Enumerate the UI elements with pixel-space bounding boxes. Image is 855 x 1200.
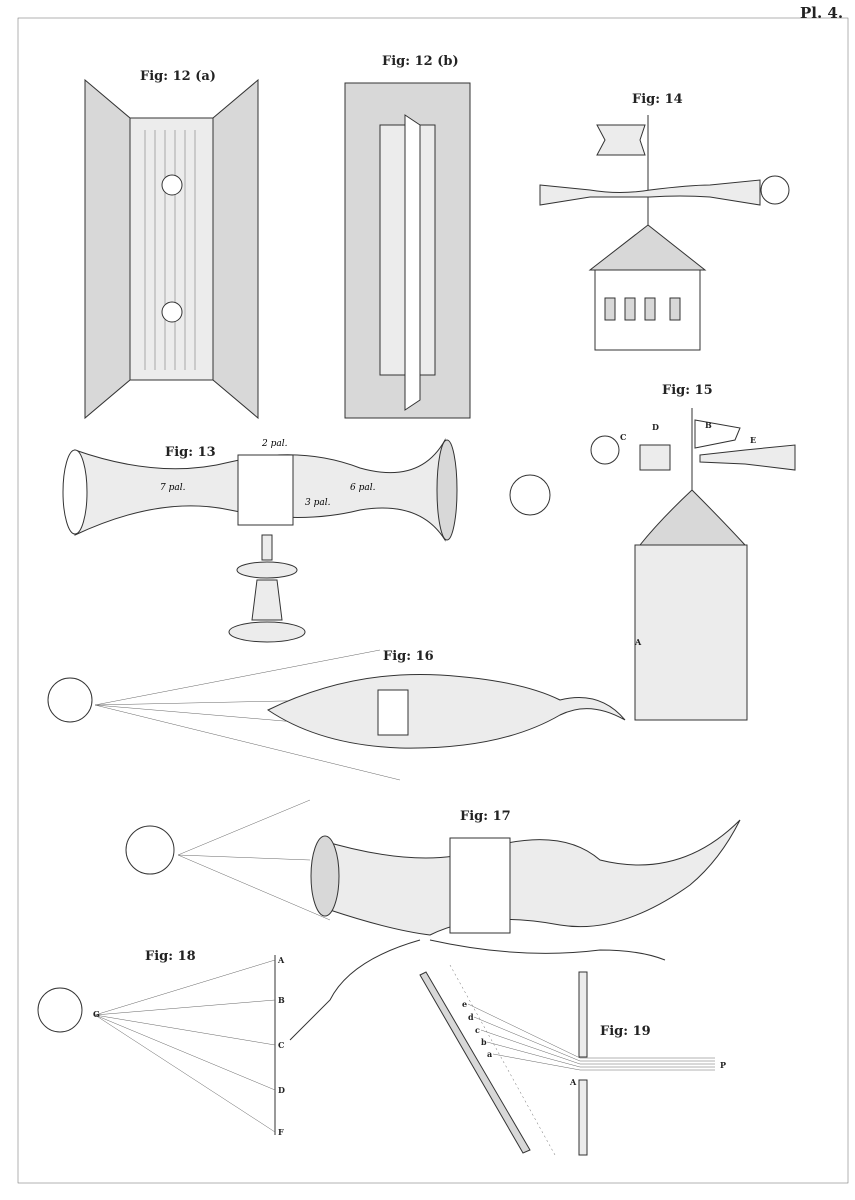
label-a: A: [634, 637, 642, 647]
fig-16-fish-aeolian-harp: Fig: 16: [47, 649, 626, 781]
label-capital-a: A: [569, 1077, 577, 1087]
label-7-pal: 7 pal.: [160, 483, 186, 493]
fig-18-title: Fig: 18: [145, 949, 196, 964]
fig-19-title: Fig: 19: [600, 1024, 651, 1039]
label-c: c: [475, 1025, 480, 1035]
label-3-pal: 3 pal.: [305, 498, 331, 508]
fig-13-title: Fig: 13: [165, 445, 216, 460]
label-b: b: [481, 1037, 487, 1047]
label-a: A: [277, 955, 285, 965]
label-f: F: [278, 1127, 284, 1137]
blowing-head-icon: [509, 474, 551, 516]
fig-12a-instrument-open-case: Fig: 12 (a): [84, 69, 259, 420]
fig-12a-title: Fig: 12 (a): [140, 69, 216, 84]
label-6-pal: 6 pal.: [350, 483, 376, 493]
plate-border: [17, 17, 849, 1184]
fig-13-aeolian-horn-on-stand: Fig: 13 2 pal. 7 pal. 3 pal. 6 pal.: [62, 438, 551, 643]
blowing-head-icon: [37, 987, 83, 1033]
label-b: B: [705, 420, 712, 430]
label-d: D: [278, 1085, 285, 1095]
label-p: P: [720, 1060, 726, 1070]
label-c: C: [278, 1040, 284, 1050]
label-e: E: [750, 435, 756, 445]
label-e: e: [462, 999, 467, 1009]
fig-17-horn-instrument: Fig: 17: [125, 799, 741, 1041]
fig-14-weathervane-tower: Fig: 14: [539, 92, 790, 351]
fig-12b-instrument-closed-case: Fig: 12 (b): [344, 54, 471, 419]
winged-head-icon: [125, 825, 175, 875]
label-b: B: [278, 995, 285, 1005]
fig-18-wind-rays-diagram: Fig: 18 G A B C D F: [37, 949, 285, 1137]
fig-19-reflection-diagram: Fig: 19 e d c b a A P: [419, 964, 726, 1156]
label-c: C: [620, 432, 626, 442]
blowing-head-icon: [47, 677, 93, 723]
fig-15-title: Fig: 15: [662, 383, 713, 398]
fig-14-title: Fig: 14: [632, 92, 683, 107]
label-2-pal: 2 pal.: [261, 439, 288, 449]
blowing-head-icon: [760, 175, 790, 205]
label-d: d: [468, 1012, 474, 1022]
fig-16-title: Fig: 16: [383, 649, 434, 664]
label-d: D: [652, 422, 659, 432]
fig-15-weathervane-turret: Fig: 15 A B C D E: [590, 383, 796, 721]
label-g: G: [93, 1009, 100, 1019]
fig-12b-title: Fig: 12 (b): [382, 54, 459, 69]
label-a: a: [487, 1049, 492, 1059]
blowing-head-icon: [590, 435, 620, 465]
plate-number: Pl. 4.: [800, 4, 843, 22]
fig-17-title: Fig: 17: [460, 809, 511, 824]
